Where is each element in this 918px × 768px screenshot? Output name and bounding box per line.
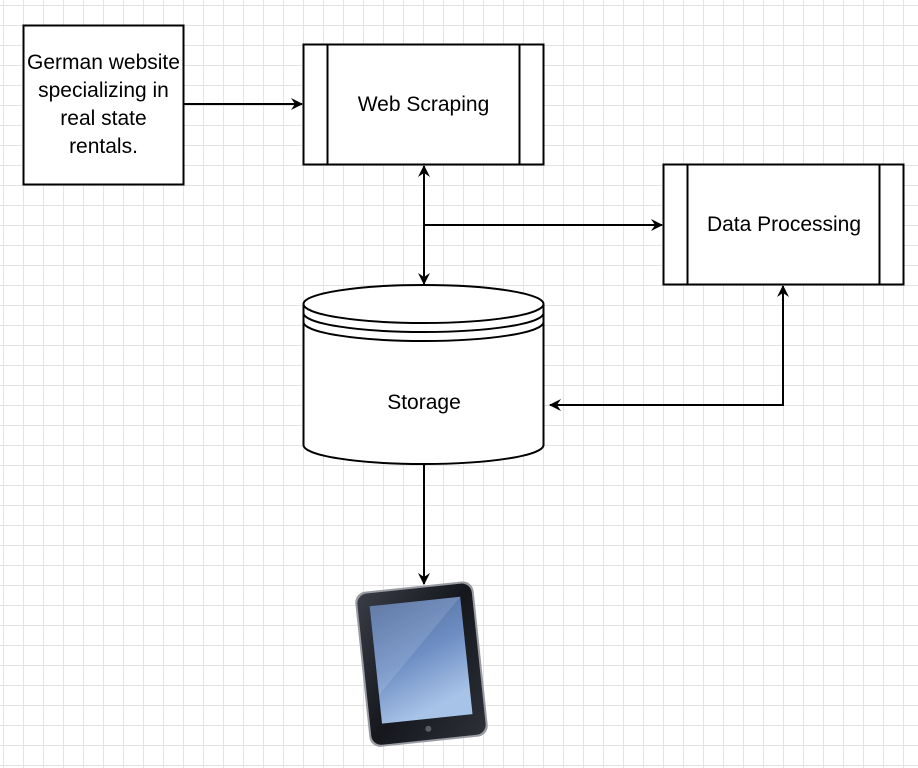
web-scraping-box[interactable]	[302, 43, 545, 166]
data-processing-box[interactable]	[662, 163, 905, 286]
edge-processing-storage	[549, 285, 789, 411]
web-scraping-label: Web Scraping	[357, 93, 490, 116]
source-box[interactable]	[22, 24, 185, 186]
source-label: German website specializing in real stat…	[27, 51, 180, 158]
data-processing-label: Data Processing	[706, 213, 862, 236]
storage-label: Storage	[387, 391, 461, 414]
storage-cylinder[interactable]	[302, 284, 545, 465]
tablet-icon	[355, 581, 488, 747]
